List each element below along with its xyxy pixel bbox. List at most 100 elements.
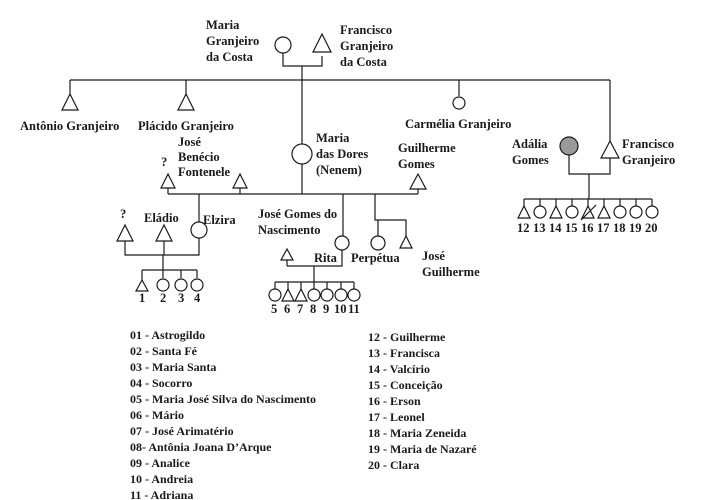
child-13-circle-icon	[533, 205, 547, 219]
child-number-17: 17	[597, 221, 610, 235]
child-number-7: 7	[297, 302, 303, 316]
legend-item: 06 - Mário	[130, 408, 184, 422]
jose-benecio-triangle-icon	[232, 172, 248, 189]
legend-left: 01 - Astrogildo 02 - Santa Fé 03 - Maria…	[130, 328, 316, 500]
child-5-circle-icon	[268, 288, 282, 302]
francisco-granjeiro-costa-triangle-icon	[312, 32, 332, 53]
perpetua-sibship-branch	[374, 194, 407, 236]
placido-triangle-icon	[177, 92, 195, 111]
legend-item: 10 - Andreia	[130, 472, 193, 486]
adalia-label: Adália Gomes	[512, 137, 551, 167]
jose-guilherme-triangle-icon	[399, 234, 413, 249]
connector-lines	[69, 53, 653, 289]
francisco-granjeiro-label: Francisco Granjeiro	[622, 137, 677, 167]
child-10-circle-icon	[334, 288, 348, 302]
legend-item: 17 - Leonel	[368, 410, 425, 424]
perpetua-circle-icon	[370, 235, 386, 251]
child-8-circle-icon	[307, 288, 321, 302]
name-labels: Maria Granjeiro da Costa Francisco Granj…	[20, 18, 677, 279]
maria-granjeiro-circle-icon	[274, 36, 292, 54]
child-6-triangle-icon	[281, 287, 295, 302]
placido-label: Plácido Granjeiro	[138, 119, 234, 133]
child-14-triangle-icon	[549, 204, 563, 219]
rita-circle-icon	[334, 235, 350, 251]
child-number-labels: 1 2 3 4 5 6 7 8 9 10 11 12 13 14 15 16 1…	[139, 221, 658, 316]
legend-item: 19 - Maria de Nazaré	[368, 442, 477, 456]
child-number-18: 18	[613, 221, 626, 235]
child-3-circle-icon	[174, 278, 188, 292]
child-number-20: 20	[645, 221, 658, 235]
child-16-triangle-icon	[581, 204, 595, 219]
child-number-6: 6	[284, 302, 290, 316]
jose-gomes-triangle-icon	[279, 247, 295, 261]
maria-das-dores-label: Maria das Dores (Nenem)	[316, 131, 371, 177]
child-18-circle-icon	[613, 205, 627, 219]
child-number-1: 1	[139, 291, 145, 305]
child-number-4: 4	[194, 291, 201, 305]
jose-benecio-label: José Benécio Fontenele	[178, 135, 231, 179]
eladio-label: Eládio	[144, 211, 179, 225]
legend-item: 02 - Santa Fé	[130, 344, 198, 358]
jose-guilherme-label: José Guilherme	[422, 249, 480, 279]
francisco-granjeiro-costa-label: Francisco Granjeiro da Costa	[340, 23, 396, 69]
legend-item: 03 - Maria Santa	[130, 360, 216, 374]
adalia-children-drops	[523, 199, 653, 206]
child-number-12: 12	[517, 221, 530, 235]
legend-right: 12 - Guilherme 13 - Francisca 14 - Valcí…	[368, 330, 477, 472]
person-symbols	[61, 32, 659, 302]
legend-item: 12 - Guilherme	[368, 330, 446, 344]
maria-das-dores-circle-icon	[291, 143, 313, 165]
unknown-mark-gen3: ?	[120, 207, 126, 221]
child-7-triangle-icon	[294, 287, 308, 302]
child-number-3: 3	[178, 291, 184, 305]
maria-granjeiro-label: Maria Granjeiro da Costa	[206, 18, 262, 64]
unknown-triangle-icon	[116, 223, 134, 242]
child-2-circle-icon	[156, 278, 170, 292]
rita-children-drops	[274, 282, 355, 289]
carmelia-circle-icon	[452, 96, 466, 110]
child-number-16: 16	[581, 221, 594, 235]
antonio-label: Antônio Granjeiro	[20, 119, 119, 133]
adalia-circle-icon	[559, 136, 579, 156]
legend-item: 01 - Astrogildo	[130, 328, 205, 342]
child-number-10: 10	[334, 302, 347, 316]
child-16-deceased-slash-icon	[580, 204, 597, 221]
child-11-circle-icon	[347, 288, 361, 302]
legend-item: 07 - José Arimatério	[130, 424, 234, 438]
rita-label: Rita	[314, 251, 338, 265]
legend-item: 15 - Conceição	[368, 378, 443, 392]
child-17-triangle-icon	[597, 204, 611, 219]
legend-item: 08- Antônia Joana D’Arque	[130, 440, 272, 454]
guilherme-gomes-triangle-icon	[409, 172, 427, 190]
child-number-5: 5	[271, 302, 277, 316]
legend-item: 11 - Adriana	[130, 488, 193, 500]
child-9-circle-icon	[320, 288, 334, 302]
child-number-15: 15	[565, 221, 578, 235]
legend-item: 09 - Analice	[130, 456, 191, 470]
francisco-granjeiro-triangle-icon	[600, 139, 620, 159]
legend-item: 04 - Socorro	[130, 376, 192, 390]
antonio-triangle-icon	[61, 92, 79, 111]
jose-gomes-rita-marriage-line	[287, 250, 343, 267]
child-20-circle-icon	[645, 205, 659, 219]
child-19-circle-icon	[629, 205, 643, 219]
legend-item: 14 - Valcírio	[368, 362, 430, 376]
child-number-2: 2	[160, 291, 166, 305]
elzira-label: Elzira	[203, 213, 236, 227]
jose-gomes-label: José Gomes do Nascimento	[258, 207, 340, 237]
perpetua-label: Perpétua	[351, 251, 400, 265]
grandparents-marriage-line	[282, 53, 323, 67]
legend-item: 20 - Clara	[368, 458, 419, 472]
child-number-11: 11	[348, 302, 360, 316]
eladio-triangle-icon	[155, 223, 173, 242]
carmelia-label: Carmélia Granjeiro	[405, 117, 511, 131]
child-1-triangle-icon	[134, 278, 150, 292]
legend-item: 05 - Maria José Silva do Nascimento	[130, 392, 316, 406]
child-15-circle-icon	[565, 205, 579, 219]
unknown-mark-gen2: ?	[161, 155, 167, 169]
legend-item: 16 - Erson	[368, 394, 421, 408]
child-number-8: 8	[310, 302, 316, 316]
child-number-13: 13	[533, 221, 546, 235]
child-number-14: 14	[549, 221, 562, 235]
